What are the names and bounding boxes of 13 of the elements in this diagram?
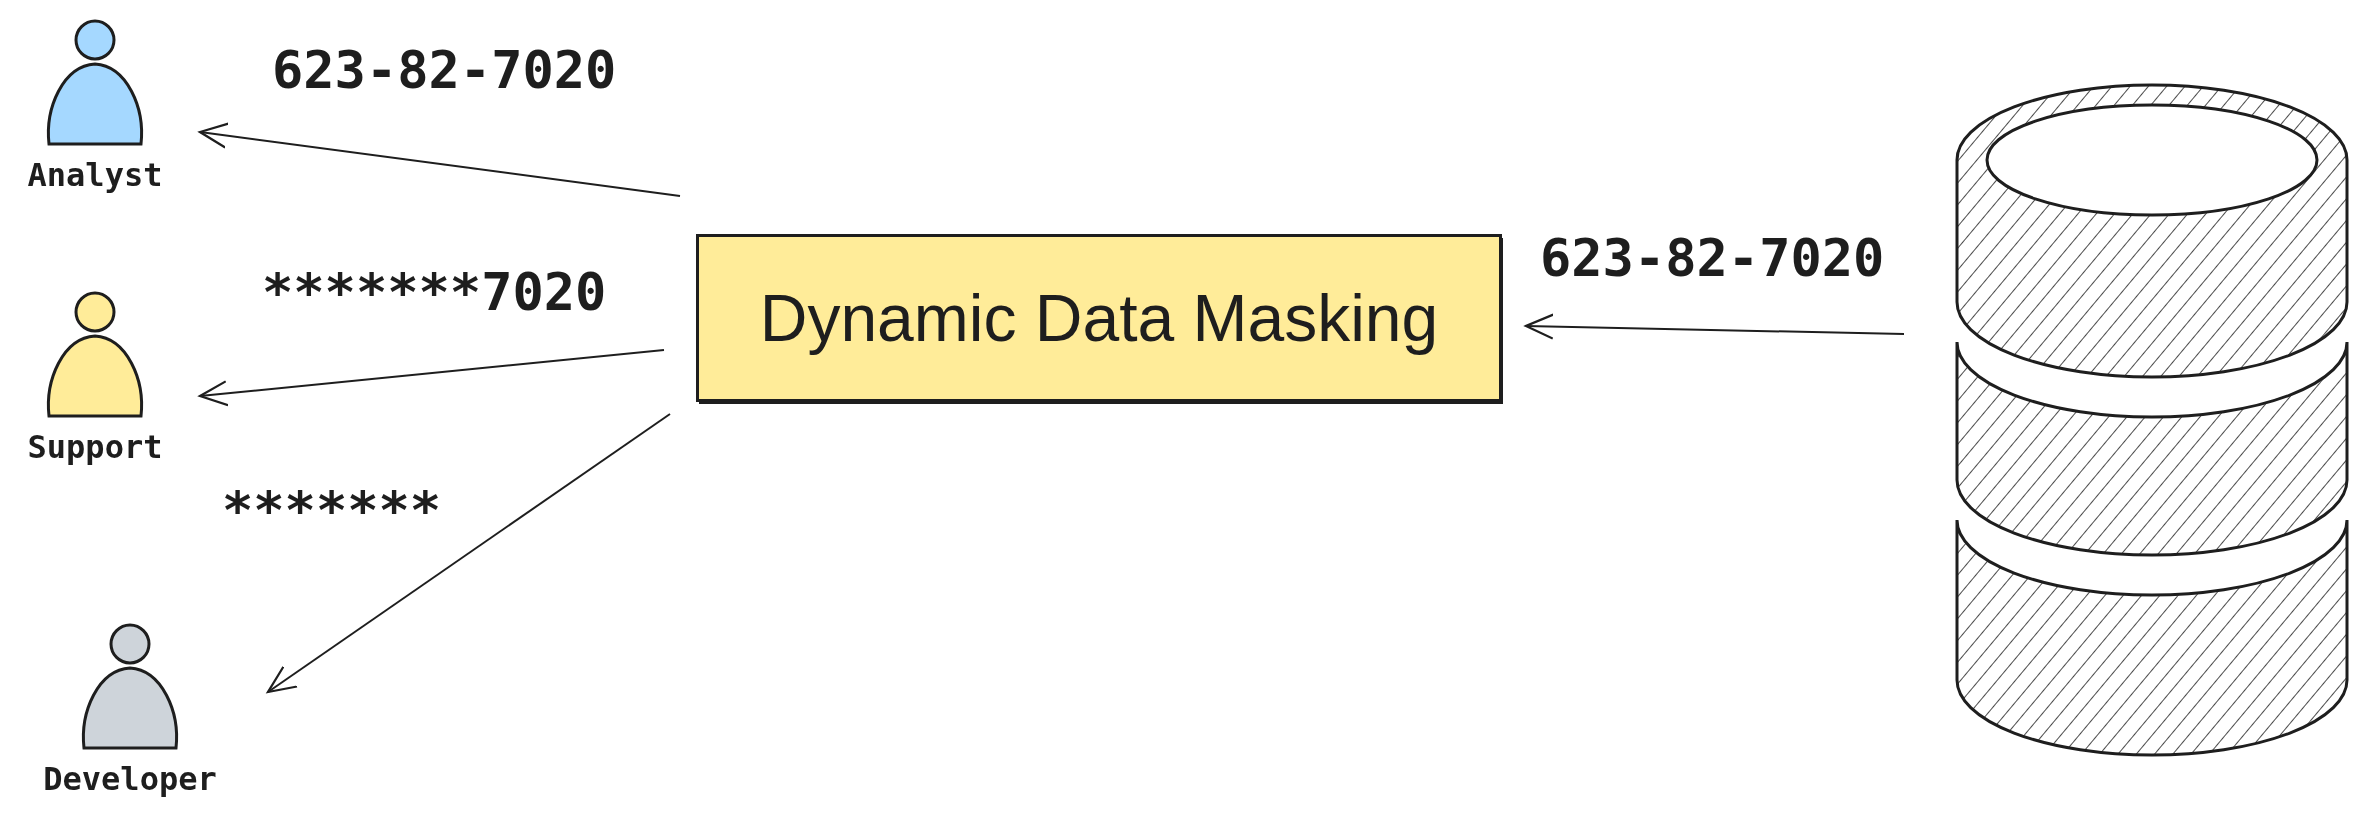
arrow xyxy=(198,349,665,407)
role-label: Support xyxy=(26,428,164,466)
edge-label: ******* xyxy=(222,480,442,540)
arrow xyxy=(1524,313,1905,340)
role-label: Developer xyxy=(42,760,218,798)
role-label: Analyst xyxy=(26,156,164,194)
edge-label: 623-82-7020 xyxy=(1540,228,1885,288)
box-title: Dynamic Data Masking xyxy=(759,280,1439,356)
arrow xyxy=(198,122,681,197)
process-box xyxy=(696,234,1502,402)
edge-label: *******7020 xyxy=(262,262,607,322)
edge-label: 623-82-7020 xyxy=(272,40,617,100)
arrow xyxy=(266,413,671,694)
